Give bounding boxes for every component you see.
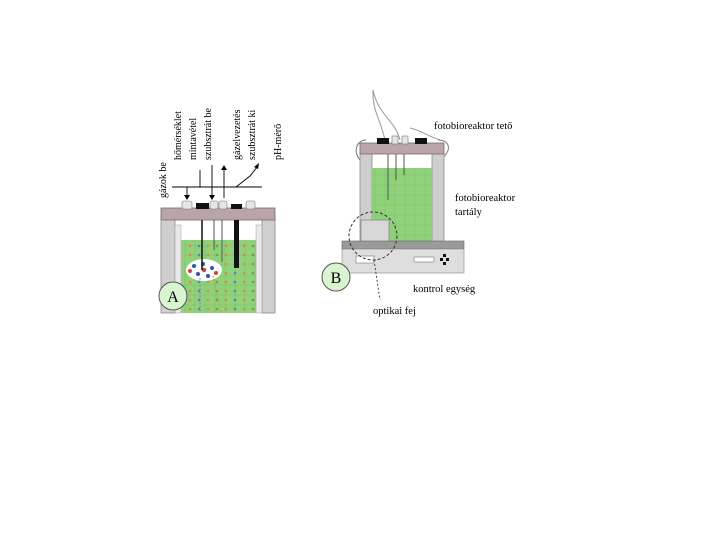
culture-dot <box>188 307 192 311</box>
culture-dot <box>224 244 228 248</box>
label-sampling: mintavétel <box>188 118 199 160</box>
label-tank-line1: fotobioreaktor <box>455 193 516 204</box>
culture-dot <box>251 289 255 293</box>
culture-dot <box>215 298 219 302</box>
badge-b <box>321 262 351 292</box>
culture-dot <box>188 298 192 302</box>
badge-a <box>158 281 188 311</box>
label-ph-meter: pH-mérő <box>273 124 284 160</box>
reactor-a-lid <box>160 207 276 221</box>
culture-dot <box>233 271 237 275</box>
culture-dot <box>206 289 210 293</box>
reactor-a-inner-right <box>255 224 263 314</box>
control-unit-top <box>341 240 465 250</box>
culture-dot <box>242 244 246 248</box>
culture-dot <box>242 253 246 257</box>
culture-dot <box>197 253 201 257</box>
badge-a-label: A <box>167 289 179 306</box>
label-substrate-out: szubsztrát ki <box>247 110 258 160</box>
optical-head <box>360 219 390 243</box>
culture-dot <box>188 280 192 284</box>
culture-dot <box>215 244 219 248</box>
culture-dot <box>224 307 228 311</box>
culture-dot <box>242 289 246 293</box>
culture-dot <box>242 280 246 284</box>
reactor-a-right-wall <box>261 216 276 314</box>
culture-dot <box>224 262 228 266</box>
culture-dot <box>206 298 210 302</box>
ph-probe <box>234 220 239 268</box>
label-substrate-in: szubsztrát be <box>203 108 214 160</box>
panel-a: gázok be hőmérséklet mintavétel szubsztr… <box>158 108 284 314</box>
label-temperature: hőmérséklet <box>173 111 184 160</box>
culture-dot <box>251 307 255 311</box>
label-lid: fotobioreaktor tető <box>434 121 512 132</box>
badge-b-label: B <box>331 270 342 287</box>
culture-dot <box>242 262 246 266</box>
culture-dot <box>224 280 228 284</box>
culture-dot <box>215 307 219 311</box>
label-gas-outlet: gázelvezetés <box>232 109 243 160</box>
culture-dot <box>206 244 210 248</box>
optical-head-highlight <box>348 211 398 261</box>
culture-dot <box>233 289 237 293</box>
reactor-b-right-wall <box>431 150 445 244</box>
culture-dot <box>233 307 237 311</box>
culture-dot <box>233 298 237 302</box>
culture-dot <box>197 289 201 293</box>
label-optical-head: optikai fej <box>373 306 416 317</box>
culture-dot <box>215 280 219 284</box>
culture-dot <box>197 244 201 248</box>
culture-dot <box>251 253 255 257</box>
culture-dot <box>224 253 228 257</box>
culture-dot <box>206 253 210 257</box>
culture-dot <box>242 271 246 275</box>
panel-b: fotobioreaktor tető fotobioreaktor tartá… <box>321 89 516 317</box>
culture-dot <box>206 307 210 311</box>
label-tank-line2: tartály <box>455 207 483 218</box>
culture-dot <box>251 271 255 275</box>
culture-dot <box>233 280 237 284</box>
culture-dot <box>242 298 246 302</box>
culture-dot <box>242 307 246 311</box>
reactor-b-lid <box>359 142 445 155</box>
culture-dot <box>251 262 255 266</box>
culture-dot <box>215 253 219 257</box>
culture-dot <box>251 244 255 248</box>
label-control-unit: kontrol egység <box>413 284 476 295</box>
culture-dot <box>206 280 210 284</box>
culture-dot <box>188 244 192 248</box>
culture-dot <box>224 298 228 302</box>
culture-dot <box>251 298 255 302</box>
label-gases-in: gázok be <box>158 162 169 198</box>
culture-dot <box>251 280 255 284</box>
culture-dot <box>224 271 228 275</box>
culture-dot <box>188 253 192 257</box>
culture-dot <box>224 289 228 293</box>
culture-dot <box>188 289 192 293</box>
